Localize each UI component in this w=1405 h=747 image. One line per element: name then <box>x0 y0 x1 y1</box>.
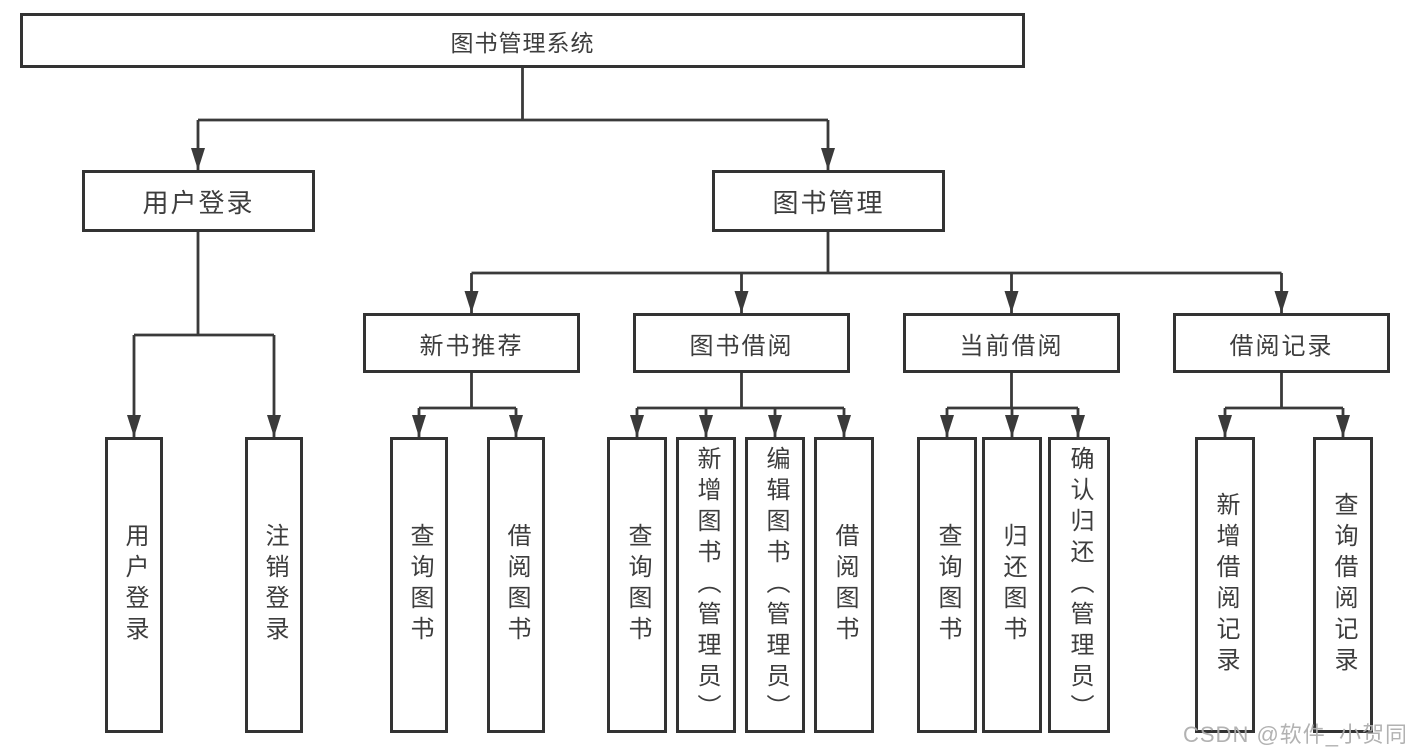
leaf-borrowing-query-book: 查询图书 <box>607 437 667 733</box>
node-current-borrowing: 当前借阅 <box>903 313 1120 373</box>
leaf-borrowing-edit-book-admin: 编辑图书（管理员） <box>745 437 805 733</box>
node-book-management-branch: 图书管理 <box>712 170 945 232</box>
node-borrowing-records: 借阅记录 <box>1173 313 1390 373</box>
leaf-borrowing-add-book-admin: 新增图书（管理员） <box>676 437 736 733</box>
node-user-login-branch: 用户登录 <box>82 170 315 232</box>
node-book-borrowing: 图书借阅 <box>633 313 850 373</box>
leaf-current-return-book: 归还图书 <box>982 437 1042 733</box>
leaf-current-confirm-return-admin: 确认归还（管理员） <box>1048 437 1110 733</box>
leaf-borrowing-borrow-book: 借阅图书 <box>814 437 874 733</box>
leaf-current-query-book: 查询图书 <box>917 437 977 733</box>
leaf-user-login: 用户登录 <box>105 437 163 733</box>
node-new-book-recommend: 新书推荐 <box>363 313 580 373</box>
node-library-management-system: 图书管理系统 <box>20 13 1025 68</box>
leaf-logout: 注销登录 <box>245 437 303 733</box>
csdn-watermark: CSDN @软件_小贺同学 <box>1183 722 1405 747</box>
leaf-newbook-query-book: 查询图书 <box>390 437 448 733</box>
leaf-records-query-record: 查询借阅记录 <box>1313 437 1373 733</box>
leaf-newbook-borrow-book: 借阅图书 <box>487 437 545 733</box>
leaf-records-add-record: 新增借阅记录 <box>1195 437 1255 733</box>
